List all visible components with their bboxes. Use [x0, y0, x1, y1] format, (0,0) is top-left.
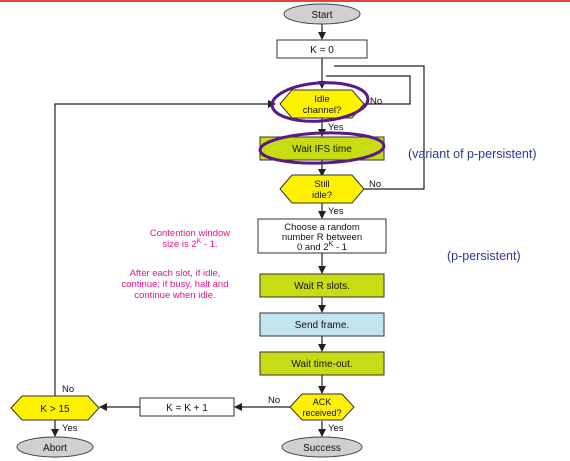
edge-kcheck-no: [54, 100, 276, 396]
k-limit-decision: K > 15: [10, 395, 100, 421]
choose-line2: number R between: [282, 232, 362, 243]
slot-note-line3: continue when idle.: [134, 290, 215, 301]
edge-still-no-loop: [334, 65, 425, 190]
ack-decision: ACK received?: [289, 393, 355, 421]
wait-timeout-box: Wait time-out.: [259, 351, 385, 376]
wait-ifs-highlight-circle: [258, 131, 386, 165]
send-frame-box: Send frame.: [259, 312, 385, 337]
wait-ifs-box: Wait IFS time: [258, 131, 386, 165]
wait-ifs-label: Wait IFS time: [292, 144, 352, 155]
success-terminal: Success: [281, 436, 363, 458]
slot-note-line1: After each slot, if idle,: [130, 268, 221, 279]
init-k-label: K = 0: [310, 45, 334, 56]
still-label-line1: Still: [314, 179, 329, 190]
p-persistent-label: (p-persistent): [447, 249, 521, 263]
idle-no-label: No: [370, 96, 382, 107]
top-accent-line: [0, 0, 570, 2]
ack-label-line1: ACK: [313, 397, 332, 407]
still-idle-decision: Still idle?: [279, 174, 365, 204]
k-no-label: No: [62, 384, 74, 395]
increment-k-label: K = K + 1: [166, 403, 208, 414]
idle-label-line2: channel?: [303, 105, 342, 116]
contention-note-line2: size is 2K - 1.: [162, 238, 217, 250]
init-k-box: K = 0: [276, 39, 368, 59]
ack-label-line2: received?: [302, 408, 341, 418]
abort-label: Abort: [43, 443, 67, 454]
k-limit-label: K > 15: [40, 404, 70, 415]
k-yes-label: Yes: [62, 423, 78, 434]
slot-note-line2: continue; if busy, halt and: [121, 279, 228, 290]
choose-random-box: Choose a random number R between 0 and 2…: [257, 218, 387, 254]
start-label: Start: [311, 10, 332, 21]
idle-channel-decision: Idle channel?: [270, 81, 370, 123]
still-yes-label: Yes: [328, 206, 344, 217]
success-label: Success: [303, 443, 341, 454]
start-terminal: Start: [283, 3, 361, 25]
connectors: [51, 24, 425, 437]
wait-timeout-label: Wait time-out.: [291, 359, 352, 370]
wait-r-label: Wait R slots.: [294, 281, 350, 292]
edge-idle-no-loop: [326, 75, 411, 105]
ack-no-label: No: [268, 395, 280, 406]
still-no-label: No: [369, 179, 381, 190]
idle-label-line1: Idle: [314, 94, 329, 105]
contention-note-line1: Contention window: [150, 228, 230, 239]
still-label-line2: idle?: [312, 190, 332, 201]
abort-terminal: Abort: [16, 436, 94, 458]
ack-yes-label: Yes: [328, 423, 344, 434]
send-frame-label: Send frame.: [295, 320, 349, 331]
variant-p-persistent-label: (variant of p-persistent): [408, 147, 537, 161]
idle-highlight-circle: [270, 81, 370, 123]
choose-line1: Choose a random: [284, 222, 360, 233]
choose-line3: 0 and 2K - 1: [297, 241, 347, 253]
increment-k-box: K = K + 1: [139, 397, 235, 417]
idle-yes-label: Yes: [328, 122, 344, 133]
wait-r-slots-box: Wait R slots.: [259, 273, 385, 298]
